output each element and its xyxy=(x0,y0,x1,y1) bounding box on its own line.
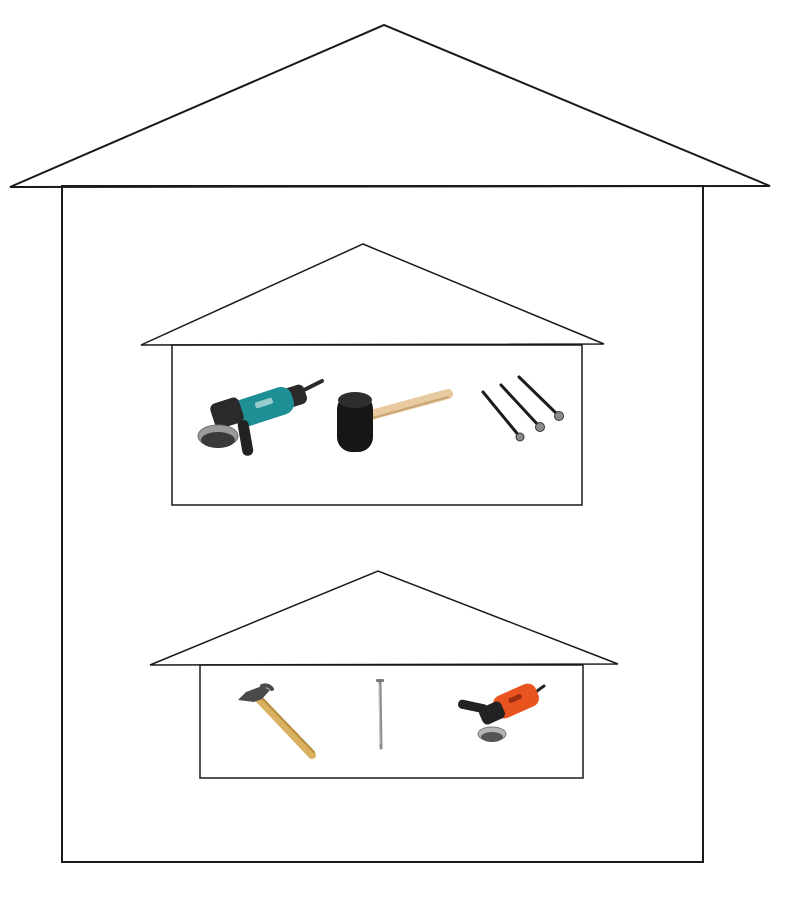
grinder-disc xyxy=(201,432,235,448)
inner-house-top-body xyxy=(172,345,582,505)
rubber-mallet-icon xyxy=(337,392,448,452)
steel-nail-head xyxy=(376,679,384,682)
inner-house-bottom-roof xyxy=(150,571,618,665)
angle-grinder-icon xyxy=(198,381,322,457)
hammer-handle xyxy=(258,698,312,755)
grinder-side-handle xyxy=(457,699,488,714)
black-nail-3-head xyxy=(555,412,564,421)
black-nail-1-head xyxy=(516,433,524,441)
grinder-disc xyxy=(481,732,503,742)
claw-hammer-icon xyxy=(238,685,314,755)
steel-nail-icon xyxy=(376,679,384,748)
hammer-handle-shade xyxy=(261,697,314,752)
inner-house-top xyxy=(141,244,604,505)
angle-grinder-icon xyxy=(457,681,544,742)
black-nail-2-head xyxy=(536,423,545,432)
inner-house-bottom-body xyxy=(200,665,583,778)
outer-house-roof xyxy=(10,25,770,187)
hammer-head xyxy=(238,686,270,702)
black-nails-icon xyxy=(483,377,564,441)
mallet-head-top xyxy=(338,392,372,408)
inner-house-bottom xyxy=(150,571,618,778)
inner-house-top-roof xyxy=(141,244,604,345)
mallet-handle xyxy=(360,394,448,418)
outer-house xyxy=(10,25,770,862)
